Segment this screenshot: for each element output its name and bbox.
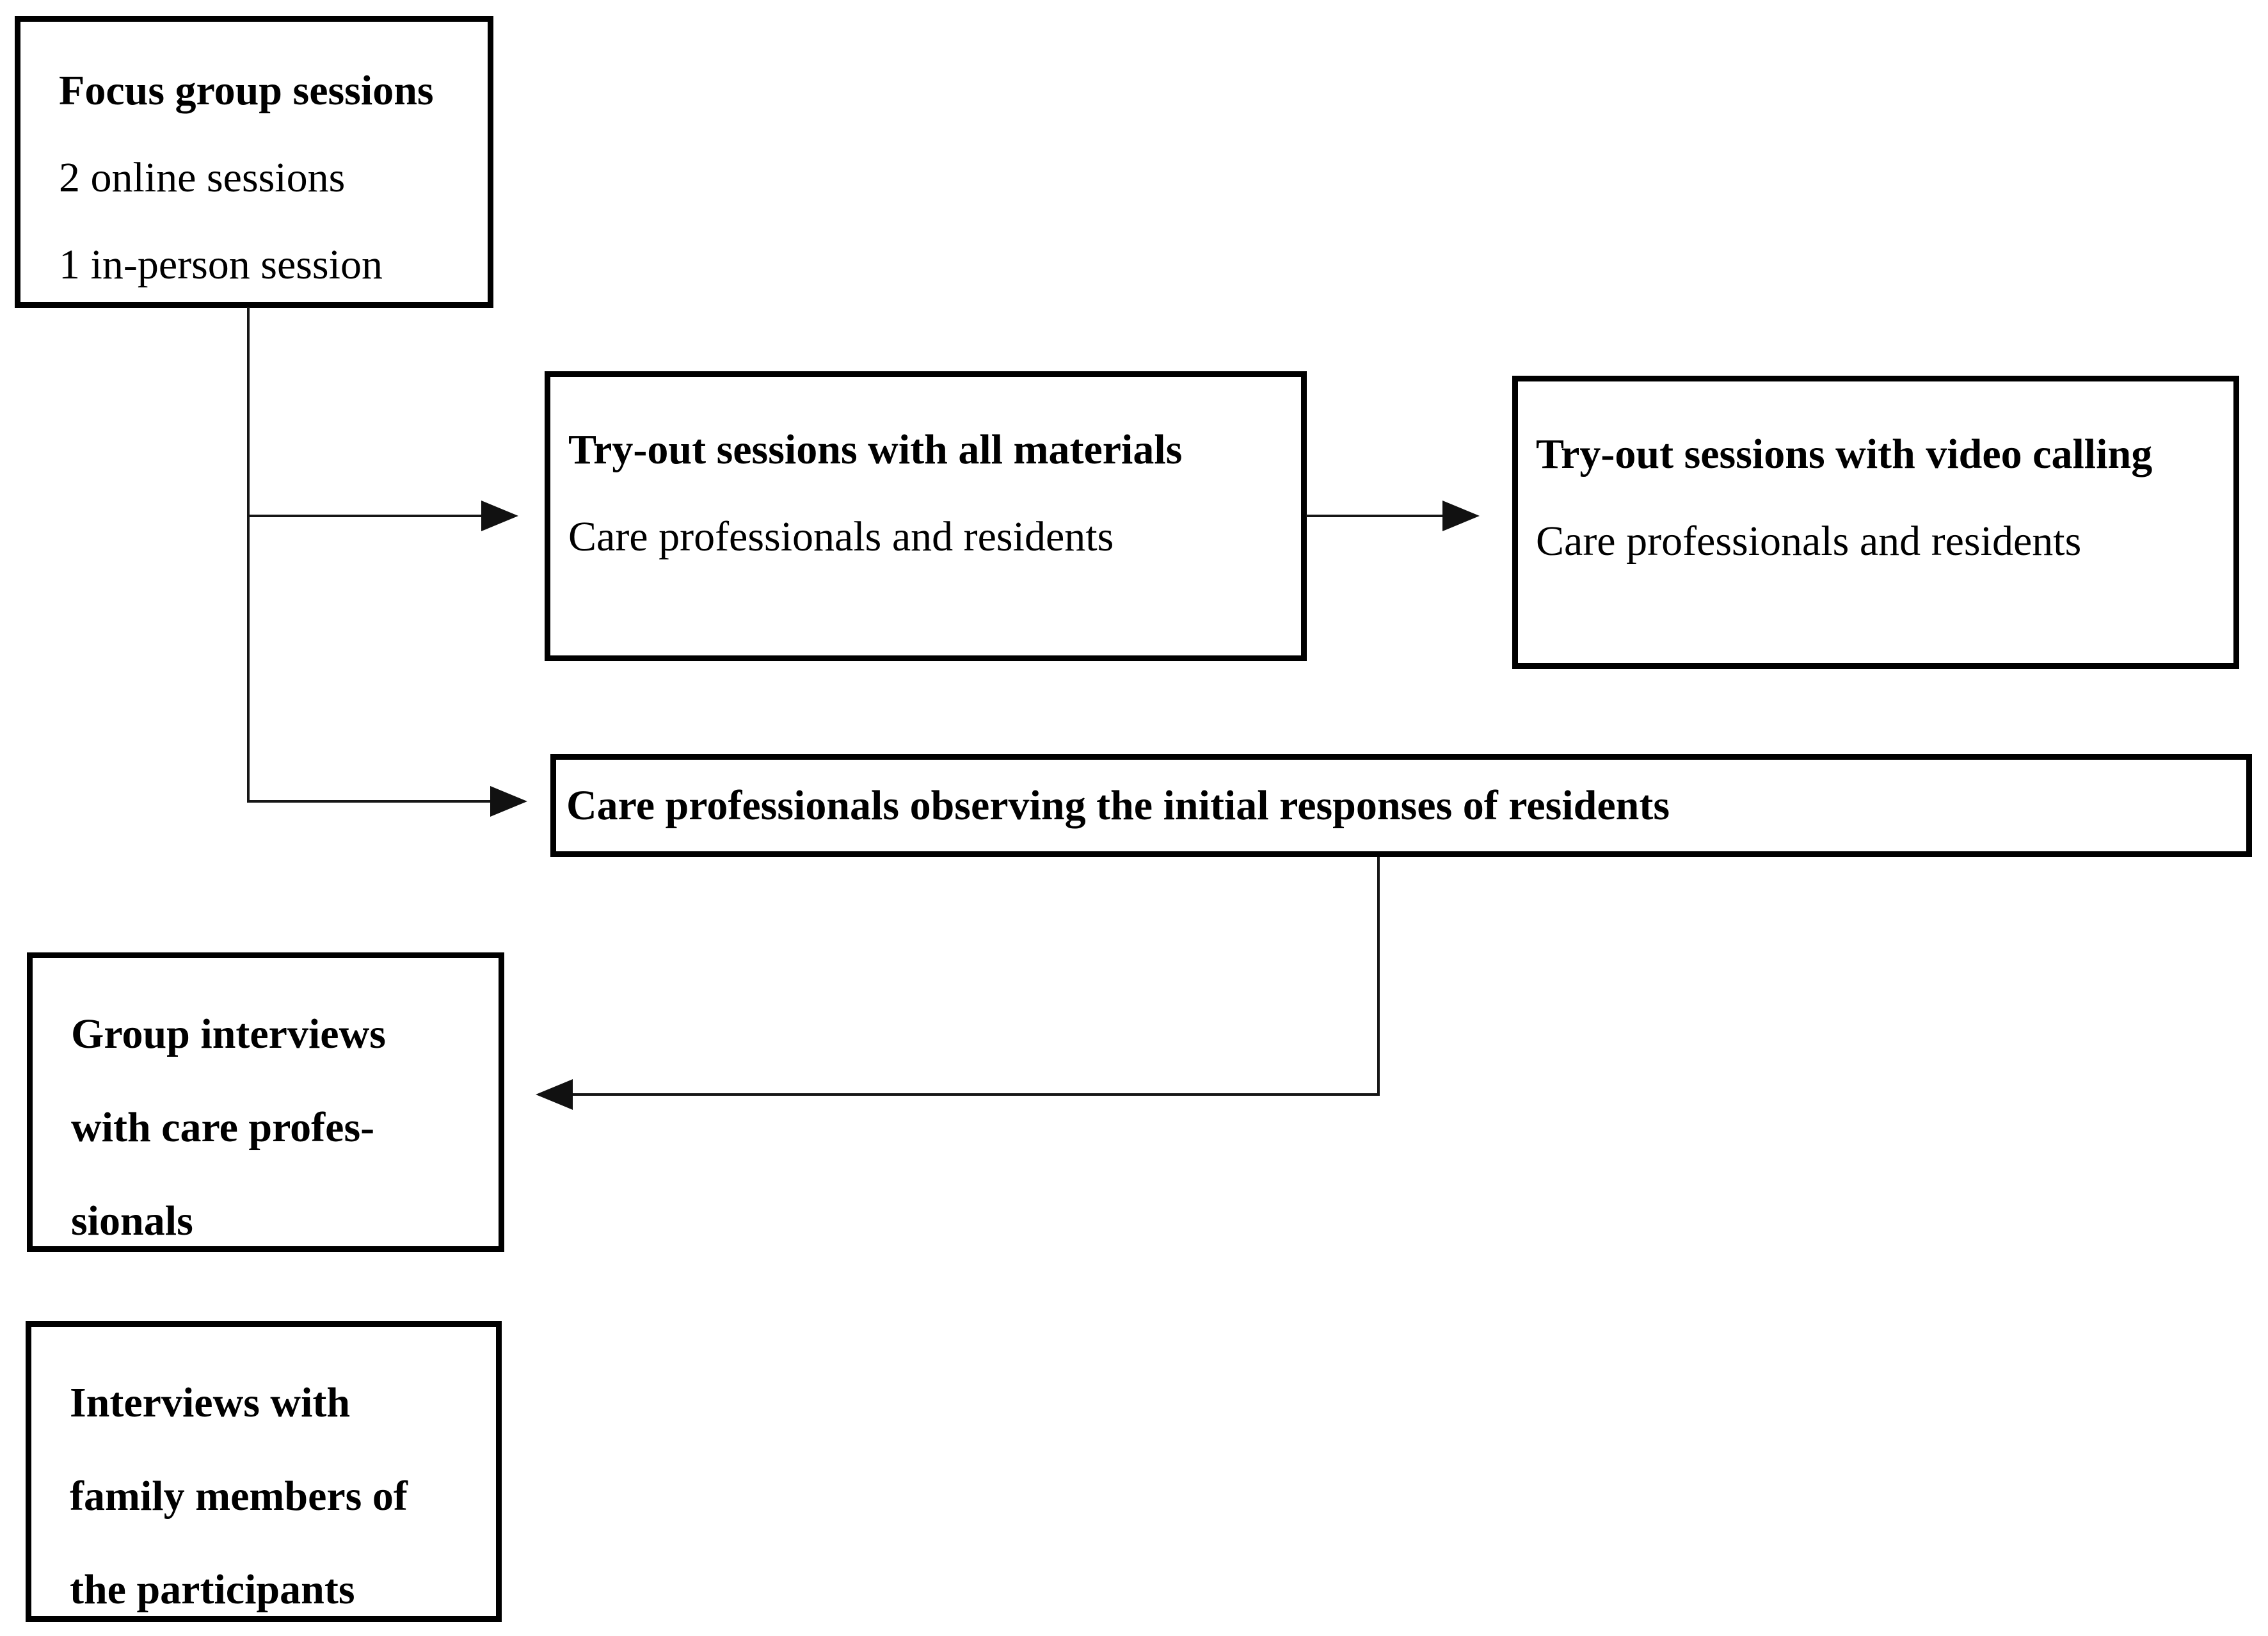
connector-to-tryout-materials <box>247 515 481 517</box>
connector-to-observing <box>247 800 490 803</box>
tryout-video-subtitle: Care professionals and residents <box>1536 518 2082 565</box>
arrowhead-right-icon <box>481 501 518 531</box>
family-interviews-line2: family members of <box>70 1473 408 1520</box>
connector-observing-vertical <box>1377 857 1380 1096</box>
group-interviews-line2: with care profes- <box>71 1104 375 1151</box>
box-family-interviews: Interviews with family members of the pa… <box>26 1321 502 1622</box>
focus-group-title: Focus group sessions <box>59 67 434 114</box>
focus-group-detail-online: 2 online sessions <box>59 154 346 201</box>
group-interviews-line1: Group interviews <box>71 1011 386 1057</box>
arrowhead-right-icon <box>490 786 527 817</box>
tryout-video-title: Try-out sessions with video calling <box>1536 431 2153 477</box>
connector-focus-group-vertical <box>247 307 250 803</box>
tryout-materials-subtitle: Care professionals and residents <box>568 513 1114 560</box>
tryout-materials-title: Try-out sessions with all materials <box>568 426 1183 473</box>
box-observing-initial-responses: Care professionals observing the initial… <box>550 754 2252 857</box>
arrowhead-right-icon <box>1442 501 1480 531</box>
box-tryout-video-calling: Try-out sessions with video calling Care… <box>1512 376 2239 669</box>
group-interviews-line3: sionals <box>71 1198 193 1244</box>
box-group-interviews: Group interviews with care profes- siona… <box>27 952 504 1252</box>
arrowhead-left-icon <box>536 1079 573 1110</box>
focus-group-detail-inperson: 1 in-person session <box>59 241 383 288</box>
box-focus-group-sessions: Focus group sessions 2 online sessions 1… <box>15 16 493 308</box>
observing-title: Care professionals observing the initial… <box>566 782 1670 829</box>
connector-to-group-interviews <box>573 1093 1380 1096</box>
box-tryout-all-materials: Try-out sessions with all materials Care… <box>545 371 1307 661</box>
family-interviews-line1: Interviews with <box>70 1379 351 1426</box>
family-interviews-line3: the participants <box>70 1566 355 1613</box>
connector-materials-to-video <box>1306 515 1442 517</box>
